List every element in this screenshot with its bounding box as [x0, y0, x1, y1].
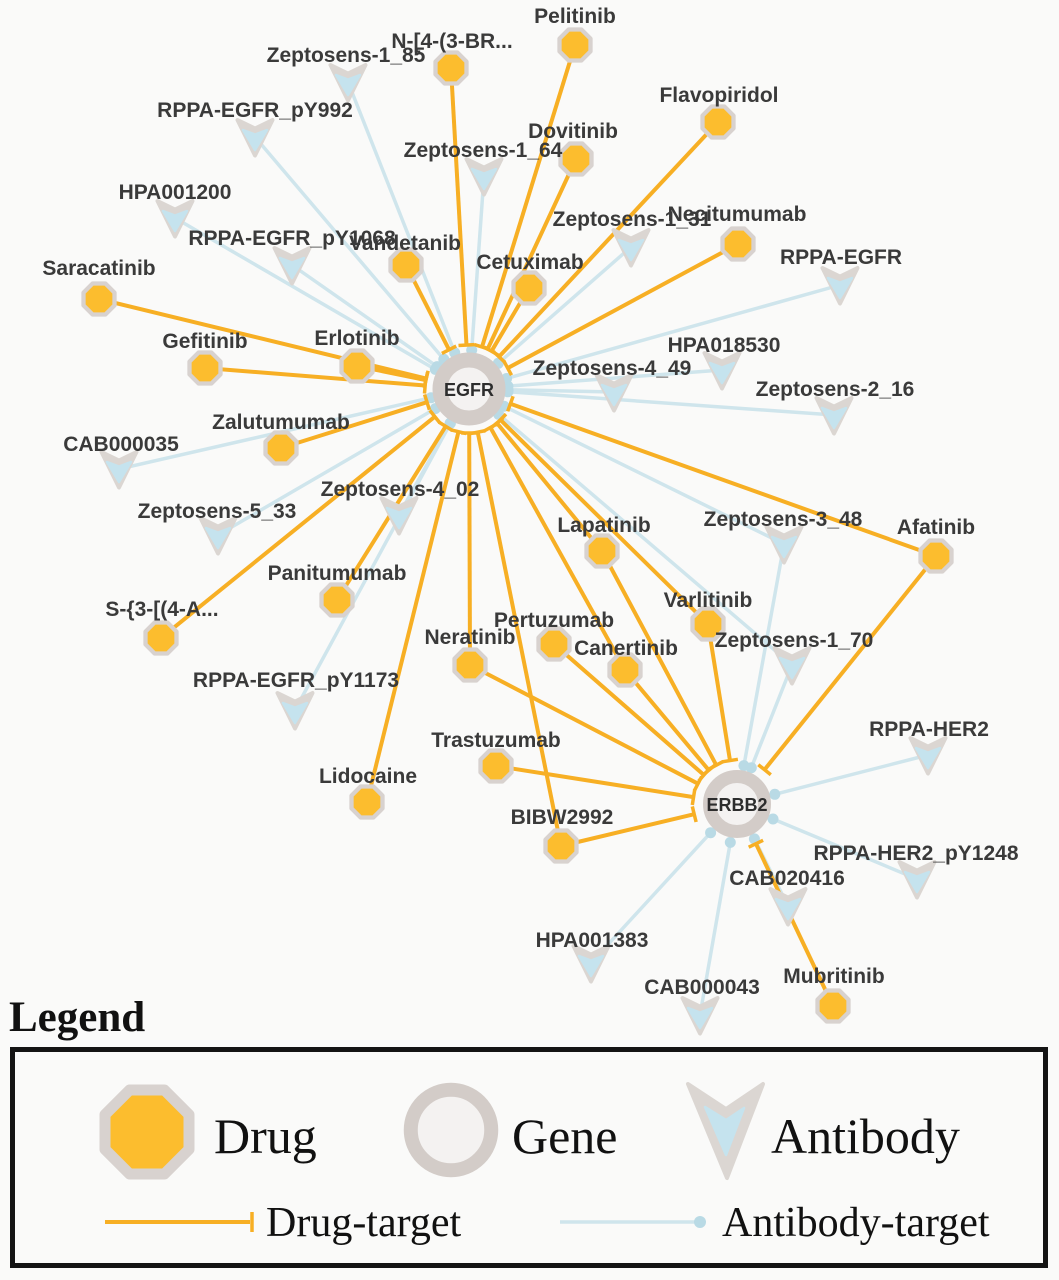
svg-text:Zeptosens-1_64: Zeptosens-1_64: [404, 139, 563, 162]
svg-text:CAB000043: CAB000043: [644, 976, 760, 999]
svg-text:BIBW2992: BIBW2992: [511, 806, 614, 829]
svg-text:Drug: Drug: [214, 1108, 317, 1164]
svg-text:Trastuzumab: Trastuzumab: [431, 729, 561, 752]
svg-text:Cetuximab: Cetuximab: [476, 251, 583, 274]
svg-text:CAB020416: CAB020416: [729, 867, 845, 890]
svg-text:Zeptosens-4_02: Zeptosens-4_02: [321, 478, 480, 501]
svg-text:N-[4-(3-BR...: N-[4-(3-BR...: [391, 30, 512, 53]
svg-text:Gene: Gene: [512, 1108, 618, 1164]
svg-text:Erlotinib: Erlotinib: [314, 327, 399, 350]
svg-text:Zeptosens-4_49: Zeptosens-4_49: [533, 357, 692, 380]
svg-text:HPA018530: HPA018530: [668, 334, 781, 357]
svg-text:Afatinib: Afatinib: [897, 516, 975, 539]
svg-text:Antibody: Antibody: [771, 1108, 960, 1164]
svg-text:Lapatinib: Lapatinib: [557, 514, 650, 537]
svg-text:Zeptosens-1_31: Zeptosens-1_31: [553, 208, 712, 231]
svg-text:Zeptosens-3_48: Zeptosens-3_48: [704, 508, 863, 531]
svg-text:HPA001383: HPA001383: [536, 929, 649, 952]
svg-text:RPPA-EGFR_pY992: RPPA-EGFR_pY992: [157, 99, 353, 122]
svg-text:RPPA-EGFR_pY1068: RPPA-EGFR_pY1068: [188, 227, 396, 250]
svg-text:Mubritinib: Mubritinib: [783, 965, 884, 988]
svg-text:Vandetanib: Vandetanib: [349, 232, 461, 255]
svg-text:Varlitinib: Varlitinib: [664, 589, 753, 612]
svg-text:Legend: Legend: [9, 994, 145, 1041]
svg-text:Drug-target: Drug-target: [266, 1200, 461, 1246]
svg-text:Zeptosens-2_16: Zeptosens-2_16: [756, 378, 915, 401]
svg-text:Saracatinib: Saracatinib: [42, 257, 155, 280]
svg-text:Necitumumab: Necitumumab: [668, 203, 807, 226]
svg-text:Pelitinib: Pelitinib: [534, 5, 616, 28]
svg-text:Antibody-target: Antibody-target: [722, 1200, 990, 1246]
svg-text:ERBB2: ERBB2: [706, 795, 767, 815]
svg-text:Flavopiridol: Flavopiridol: [659, 84, 778, 107]
svg-text:Canertinib: Canertinib: [574, 637, 678, 660]
svg-text:Zalutumumab: Zalutumumab: [212, 411, 350, 434]
svg-text:RPPA-EGFR_pY1173: RPPA-EGFR_pY1173: [193, 669, 399, 692]
svg-text:Neratinib: Neratinib: [424, 626, 515, 649]
svg-text:Zeptosens-5_33: Zeptosens-5_33: [138, 500, 297, 523]
svg-text:RPPA-HER2: RPPA-HER2: [869, 718, 989, 741]
svg-text:EGFR: EGFR: [444, 380, 494, 400]
svg-text:Zeptosens-1_70: Zeptosens-1_70: [715, 629, 874, 652]
svg-text:Gefitinib: Gefitinib: [162, 330, 247, 353]
svg-text:Lidocaine: Lidocaine: [319, 765, 417, 788]
svg-text:Zeptosens-1_85: Zeptosens-1_85: [267, 44, 426, 67]
svg-text:Panitumumab: Panitumumab: [268, 562, 407, 585]
svg-text:S-{3-[(4-A...: S-{3-[(4-A...: [105, 598, 218, 621]
svg-text:Dovitinib: Dovitinib: [528, 120, 618, 143]
svg-text:RPPA-HER2_pY1248: RPPA-HER2_pY1248: [813, 842, 1018, 865]
svg-text:Pertuzumab: Pertuzumab: [494, 609, 614, 632]
svg-text:CAB000035: CAB000035: [63, 433, 179, 456]
svg-text:HPA001200: HPA001200: [119, 181, 232, 204]
svg-text:RPPA-EGFR: RPPA-EGFR: [780, 246, 902, 269]
